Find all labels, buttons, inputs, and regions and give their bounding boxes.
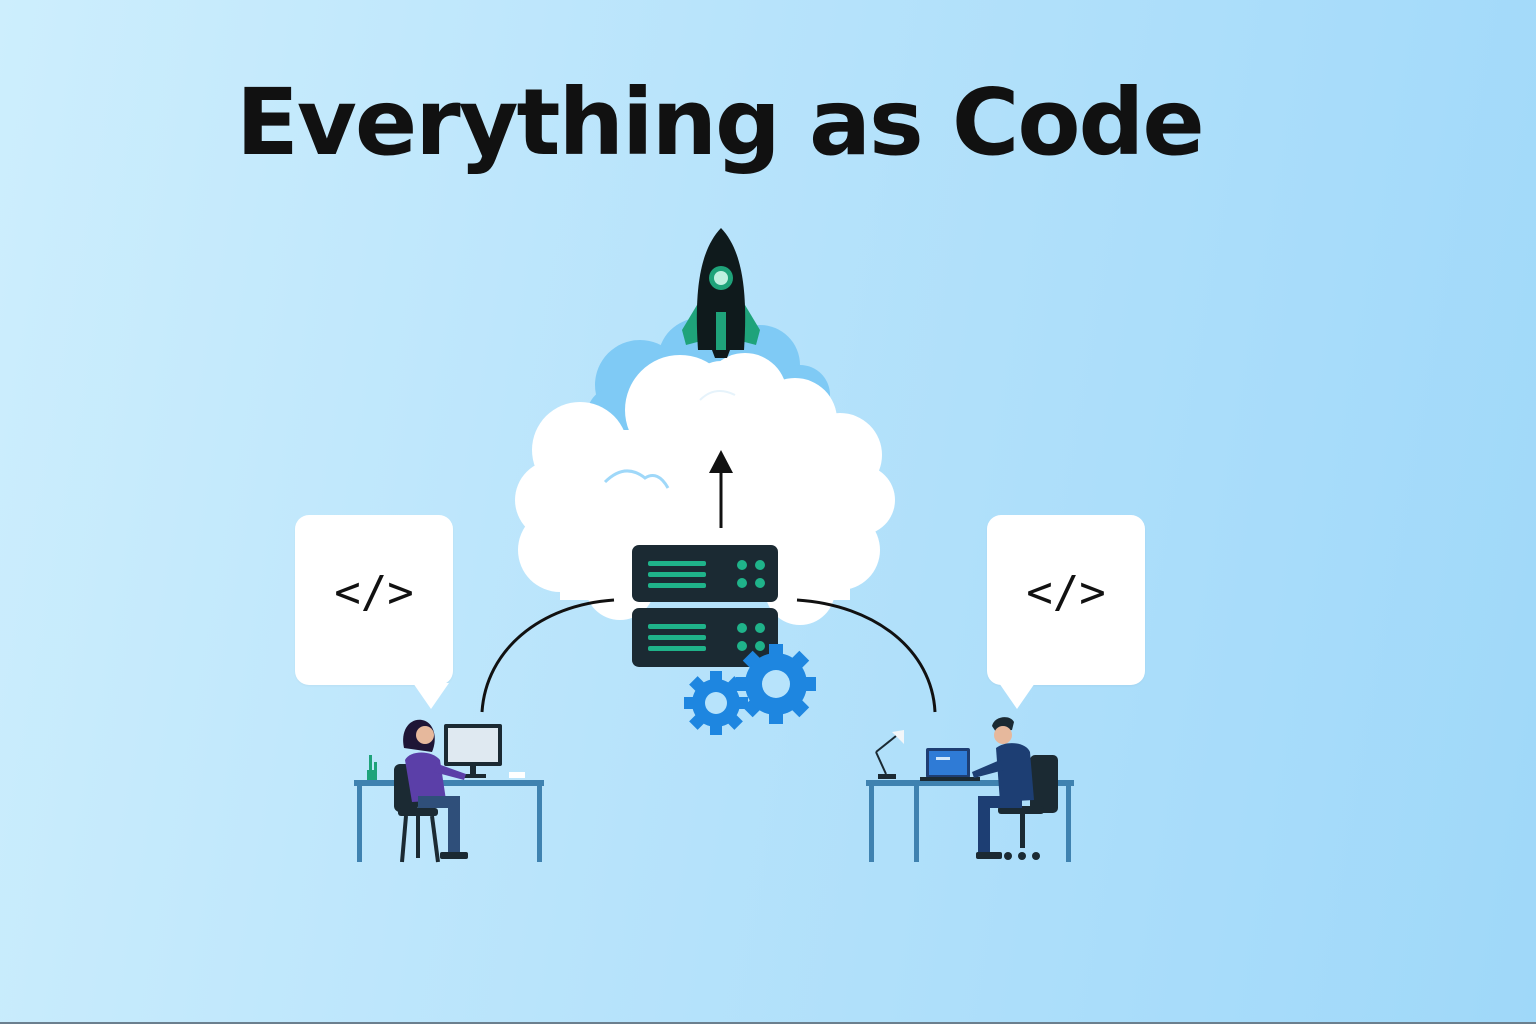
page-title: Everything as Code: [236, 69, 1205, 176]
rocket-icon: [682, 228, 760, 358]
left-workstation: [354, 719, 544, 863]
desk-left: [354, 780, 544, 786]
cloud-icon: [515, 353, 895, 625]
code-icon: </>: [334, 567, 414, 618]
code-icon: </>: [1026, 567, 1106, 618]
rocket-exhaust: [699, 361, 743, 389]
bubble-tail: [999, 683, 1035, 709]
bubble-tail: [413, 683, 449, 709]
developer-icon: [403, 719, 468, 859]
developer-icon: [972, 717, 1034, 859]
chair-right: [998, 755, 1058, 860]
monitor-icon: [444, 724, 502, 778]
desk-lamp-icon: [875, 730, 904, 779]
up-arrow-icon: [709, 450, 733, 528]
plant-icon: [367, 755, 377, 780]
server-icon: [632, 545, 778, 667]
connector-right: [796, 598, 937, 713]
desk-right: [866, 780, 1074, 786]
code-bubble-right: </>: [987, 515, 1145, 709]
connector-left: [480, 598, 615, 713]
laptop-icon: [920, 748, 980, 781]
bottom-border: [0, 1022, 1536, 1024]
gear-icon: [684, 671, 748, 735]
right-workstation: [866, 717, 1074, 862]
gear-icon: [736, 644, 816, 724]
code-bubble-left: </>: [295, 515, 453, 709]
